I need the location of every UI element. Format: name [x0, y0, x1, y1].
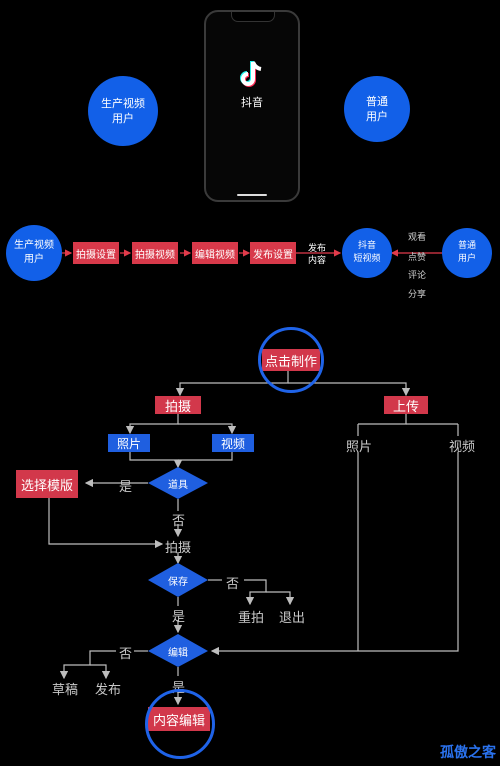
- flow-producer-circle: 生产视频 用户: [6, 225, 62, 281]
- step-publish-settings: 发布设置: [250, 242, 296, 264]
- retake-label: 重拍: [238, 611, 265, 626]
- no-label-2: 否: [226, 577, 240, 592]
- producer-user-circle: 生产视频 用户: [88, 76, 158, 146]
- watermark: 孤傲之客: [440, 745, 496, 761]
- tiktok-logo-icon: [240, 61, 262, 87]
- edit-diamond-label: 编辑: [168, 647, 188, 659]
- viewer-user-circle: 普通 用户: [344, 76, 410, 142]
- upload-box: 上传: [384, 396, 428, 415]
- yes-label-2: 是: [172, 610, 186, 625]
- publish-content-label: 发布 内容: [308, 244, 327, 266]
- no-label-3: 否: [119, 647, 133, 662]
- tiktok-short-video-circle: 抖音 短视频: [342, 228, 392, 278]
- flow-viewer-circle: 普通 用户: [442, 228, 492, 278]
- shoot-label-2: 拍摄: [165, 541, 192, 556]
- upload-photo-label: 照片: [346, 440, 373, 455]
- photo-box: 照片: [108, 434, 150, 452]
- shoot-box: 拍摄: [155, 396, 201, 415]
- upload-video-label: 视频: [449, 440, 476, 455]
- publish-label: 发布: [95, 683, 122, 698]
- exit-label: 退出: [279, 611, 306, 626]
- edit-diamond: [148, 634, 208, 667]
- action-comment: 评论: [408, 271, 427, 281]
- save-diamond: [148, 563, 208, 597]
- highlight-ring-content-edit: [145, 689, 215, 759]
- action-share: 分享: [408, 290, 427, 300]
- video-box: 视频: [212, 434, 254, 452]
- action-watch: 观看: [408, 233, 427, 243]
- choose-template-box: 选择模版: [16, 470, 78, 498]
- phone-mockup: 抖音: [204, 10, 300, 202]
- step-shoot-settings: 拍摄设置: [73, 242, 119, 264]
- draft-label: 草稿: [52, 683, 79, 698]
- yes-label-1: 是: [119, 480, 133, 495]
- app-name-label: 抖音: [241, 96, 263, 109]
- phone-notch: [231, 12, 275, 22]
- save-diamond-label: 保存: [168, 576, 188, 588]
- step-edit-video: 编辑视频: [192, 242, 238, 264]
- props-diamond: [148, 467, 208, 499]
- action-like: 点赞: [408, 253, 427, 263]
- no-label-1: 否: [172, 514, 186, 529]
- highlight-ring-start: [258, 327, 324, 393]
- step-shoot-video: 拍摄视频: [132, 242, 178, 264]
- props-diamond-label: 道具: [168, 479, 188, 491]
- home-indicator: [237, 194, 267, 196]
